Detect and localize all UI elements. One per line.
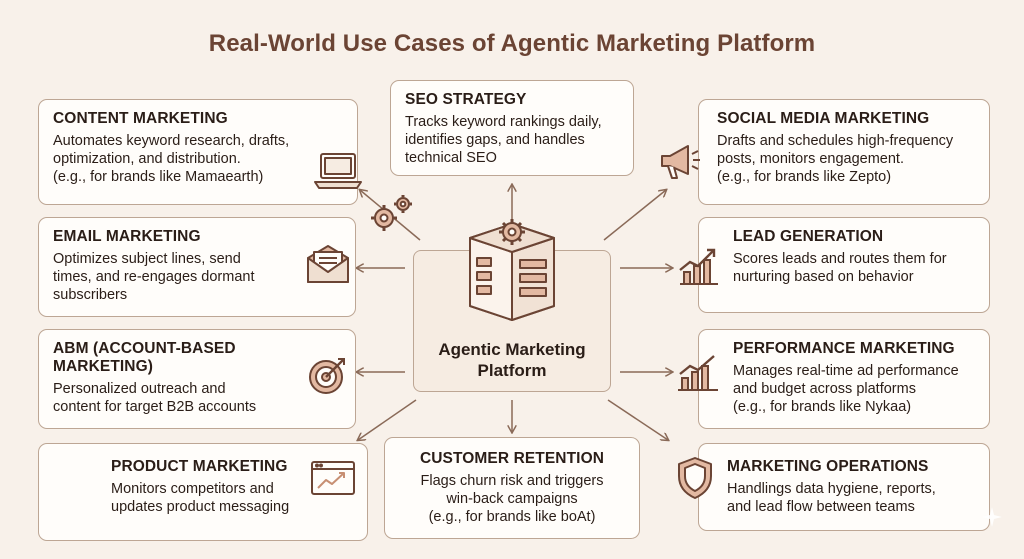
- card-heading: SOCIAL MEDIA MARKETING: [717, 110, 930, 127]
- card-heading: MARKETING OPERATIONS: [727, 458, 929, 475]
- card-lead-generation: LEAD GENERATION Scores leads and routes …: [698, 217, 990, 313]
- card-marketing-operations: MARKETING OPERATIONS Handlings data hygi…: [698, 443, 990, 531]
- card-seo-strategy: SEO STRATEGY Tracks keyword rankings dai…: [390, 80, 634, 176]
- card-heading: ABM (ACCOUNT-BASED MARKETING): [53, 340, 236, 375]
- card-description: Tracks keyword rankings daily, identifie…: [405, 114, 602, 166]
- arrow-product: [358, 399, 417, 440]
- card-description: Monitors competitors and updates product…: [111, 481, 290, 515]
- card-heading: SEO STRATEGY: [405, 91, 527, 108]
- browser-chart-icon: [311, 461, 355, 495]
- card-social-media-marketing: SOCIAL MEDIA MARKETING Drafts and schedu…: [698, 99, 990, 205]
- card-heading: PRODUCT MARKETING: [111, 458, 288, 475]
- card-heading: LEAD GENERATION: [733, 228, 884, 245]
- card-description: Drafts and schedules high-frequency post…: [717, 133, 954, 185]
- card-description: Flags churn risk and triggers win-back c…: [420, 473, 604, 525]
- envelope-icon: [307, 245, 349, 283]
- arrow-operations: [607, 399, 668, 440]
- target-icon: [309, 358, 345, 394]
- card-description: Manages real-time ad performance and bud…: [733, 363, 959, 415]
- megaphone-icon: [661, 145, 700, 179]
- card-email-marketing: EMAIL MARKETING Optimizes subject lines,…: [38, 217, 356, 317]
- card-description: Scores leads and routes them for nurturi…: [733, 251, 947, 285]
- growth-chart-icon: [679, 248, 718, 285]
- card-customer-retention: CUSTOMER RETENTION Flags churn risk and …: [384, 437, 640, 539]
- card-performance-marketing: PERFORMANCE MARKETING Manages real-time …: [698, 329, 990, 429]
- card-heading: PERFORMANCE MARKETING: [733, 340, 955, 357]
- gears-icon: [371, 195, 412, 231]
- card-content-marketing: CONTENT MARKETING Automates keyword rese…: [38, 99, 358, 205]
- card-heading: CONTENT MARKETING: [53, 110, 228, 127]
- building-gear-icon: [469, 219, 555, 321]
- card-heading: CUSTOMER RETENTION: [419, 450, 605, 467]
- card-description: Personalized outreach and content for ta…: [53, 381, 257, 415]
- card-description: Automates keyword research, drafts, opti…: [53, 133, 290, 185]
- sparkle-icon: [982, 507, 1002, 527]
- laptop-icon: [314, 153, 362, 189]
- bar-chart-icon: [678, 355, 718, 391]
- center-label: Agentic Marketing Platform: [438, 340, 586, 380]
- card-description: Optimizes subject lines, send times, and…: [53, 251, 255, 303]
- card-heading: EMAIL MARKETING: [53, 228, 201, 245]
- arrow-social: [603, 190, 666, 241]
- page-title: Real-World Use Cases of Agentic Marketin…: [208, 30, 816, 57]
- shield-icon: [678, 457, 712, 499]
- card-description: Handlings data hygiene, reports, and lea…: [727, 481, 936, 515]
- card-abm: ABM (ACCOUNT-BASED MARKETING) Personaliz…: [38, 329, 356, 429]
